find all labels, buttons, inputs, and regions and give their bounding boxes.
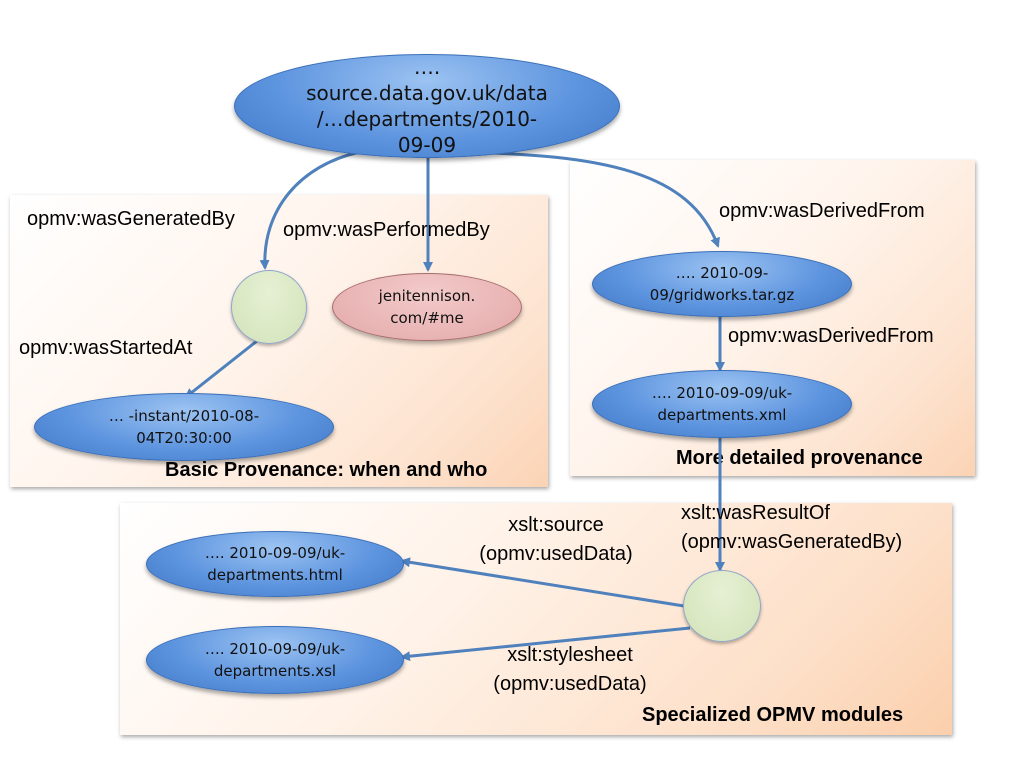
arrow-xslt-source — [400, 557, 685, 608]
agent-node-jenitennison: jenitennison. com/#me — [332, 273, 522, 341]
detailed-provenance-title: More detailed provenance — [676, 447, 923, 469]
specialized-opmv-title: Specialized OPMV modules — [642, 704, 904, 726]
ukhtml-node-line-1: …. 2010-09-09/uk- — [204, 543, 346, 562]
process-node-basic — [231, 270, 307, 344]
source-node-line-2: source.data.gov.uk/data — [306, 81, 548, 105]
basic-provenance-title: Basic Provenance: when and who — [165, 459, 488, 481]
label-xslt-source: xslt:source (opmv:usedData) — [456, 511, 656, 569]
source-node-line-4: 09-09 — [397, 133, 457, 157]
agent-node-line-2: com/#me — [390, 309, 464, 327]
xslt-source-line-1: xslt:source — [508, 514, 604, 536]
xslt-source-line-2: (opmv:usedData) — [479, 543, 633, 565]
agent-node-line-1: jenitennison. — [378, 286, 476, 305]
source-node-line-3: /…departments/2010- — [316, 107, 538, 131]
result-of-line-1: xslt:wasResultOf — [681, 502, 830, 524]
label-was-derived-from-2: opmv:wasDerivedFrom — [728, 325, 934, 347]
instant-node-line-2: 04T20:30:00 — [136, 429, 232, 447]
arrow-xslt-stylesheet — [400, 626, 691, 662]
label-xslt-stylesheet: xslt:stylesheet (opmv:usedData) — [470, 641, 670, 699]
ukxsl-node-line-2: departments.xsl — [213, 662, 337, 680]
arrow-was-started-at — [184, 335, 263, 399]
gridworks-node-line-1: …. 2010-09- — [675, 263, 769, 282]
xslt-stylesheet-line-1: xslt:stylesheet — [507, 644, 633, 666]
ukxml-node-line-2: departments.xml — [657, 406, 787, 424]
label-was-performed-by: opmv:wasPerformedBy — [283, 219, 490, 241]
process-node-xslt — [683, 570, 761, 642]
gridworks-node: …. 2010-09- 09/gridworks.tar.gz — [592, 251, 852, 317]
label-was-result-of: xslt:wasResultOf (opmv:wasGeneratedBy) — [681, 499, 902, 557]
ukxsl-node-line-1: …. 2010-09-09/uk- — [204, 639, 346, 658]
uk-departments-xml-node: …. 2010-09-09/uk- departments.xml — [592, 370, 852, 438]
uk-departments-html-node: …. 2010-09-09/uk- departments.html — [146, 531, 404, 597]
label-was-generated-by: opmv:wasGeneratedBy — [27, 208, 235, 230]
xslt-stylesheet-line-2: (opmv:usedData) — [493, 673, 647, 695]
source-dataset-node: …. source.data.gov.uk/data /…departments… — [234, 54, 620, 158]
instant-node-line-1: … -instant/2010-08- — [108, 406, 260, 425]
label-was-derived-from-1: opmv:wasDerivedFrom — [719, 200, 925, 222]
result-of-line-2: (opmv:wasGeneratedBy) — [681, 531, 903, 553]
arrow-was-generated-by — [259, 150, 361, 270]
ukhtml-node-line-2: departments.html — [207, 566, 343, 584]
uk-departments-xsl-node: …. 2010-09-09/uk- departments.xsl — [146, 626, 404, 694]
arrow-was-derived-from-1 — [459, 150, 720, 248]
gridworks-node-line-2: 09/gridworks.tar.gz — [649, 286, 795, 304]
ukxml-node-line-1: …. 2010-09-09/uk- — [651, 383, 793, 402]
instant-node: … -instant/2010-08- 04T20:30:00 — [34, 393, 334, 461]
source-node-line-1: …. — [413, 55, 441, 79]
label-was-started-at: opmv:wasStartedAt — [19, 337, 193, 359]
